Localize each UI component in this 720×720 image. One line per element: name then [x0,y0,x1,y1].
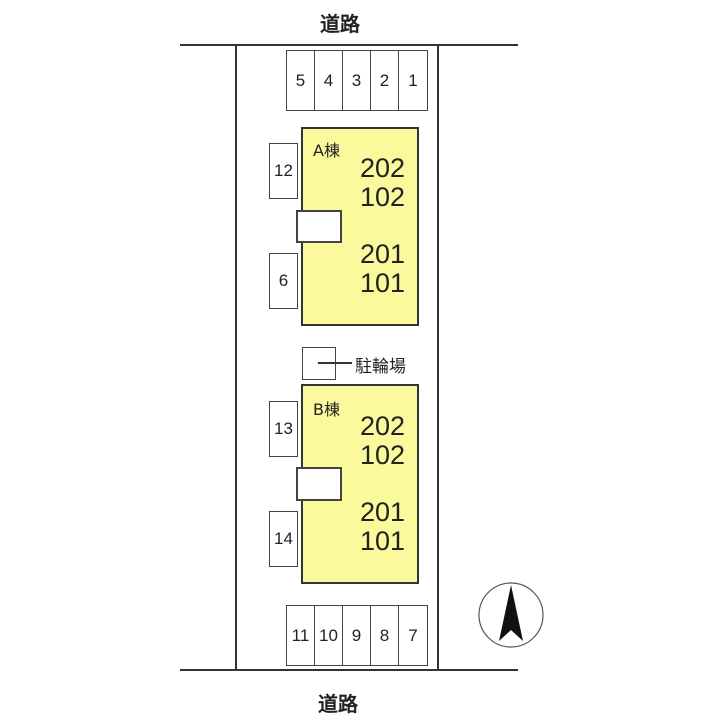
parking-slot: 5 [286,50,315,111]
building-b-name: B棟 [313,400,340,419]
unit-label: 202 [360,411,406,441]
unit-label: 101 [360,268,406,298]
parking-slot: 9 [342,605,371,666]
building-a-name: A棟 [313,141,340,160]
parking-slot: 7 [398,605,428,666]
lot-boundary-right [437,45,439,671]
parking-slot: 3 [342,50,371,111]
leader-line [318,362,352,364]
parking-slot: 14 [269,511,298,567]
parking-slot: 13 [269,401,298,457]
entrance-a [296,210,342,243]
north-arrow-icon [478,582,544,648]
unit-label: 201 [360,497,406,527]
bicycle-parking-label: 駐輪場 [355,357,406,377]
parking-slot: 2 [370,50,399,111]
parking-slot: 4 [314,50,343,111]
lot-boundary-left [235,45,237,671]
road-edge-top [180,44,518,46]
unit-label: 201 [360,239,406,269]
parking-slot: 6 [269,253,298,309]
unit-label: 101 [360,526,406,556]
road-edge-bottom [180,669,518,671]
parking-slot: 12 [269,143,298,199]
parking-slot: 1 [398,50,428,111]
parking-slot: 10 [314,605,343,666]
unit-label: 202 [360,153,406,183]
road-label-bottom: 道路 [318,692,358,716]
unit-label: 102 [360,440,406,470]
parking-slot: 11 [286,605,315,666]
unit-label: 102 [360,182,406,212]
entrance-b [296,467,342,501]
road-label-top: 道路 [320,12,360,36]
parking-slot: 8 [370,605,399,666]
bicycle-parking-box [302,347,336,380]
